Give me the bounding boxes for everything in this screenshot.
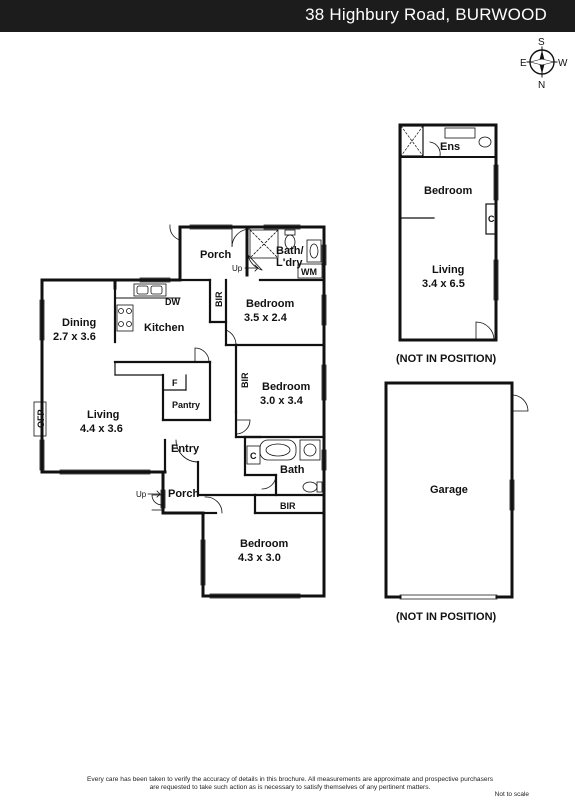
fixtures — [33, 229, 323, 511]
label-bir-3: BIR — [280, 501, 296, 511]
up-arrow-bottom-icon — [147, 490, 161, 498]
compass-west-label: W — [558, 58, 568, 69]
room-bedroom-3: Bedroom — [240, 538, 289, 550]
room-living: Living — [87, 409, 119, 421]
room-living-studio-size: 3.4 x 6.5 — [422, 278, 465, 290]
room-bedroom-1-size: 3.5 x 2.4 — [244, 312, 288, 324]
garage-outline — [384, 381, 514, 599]
room-bath-ldry-line1: Bath/ — [276, 245, 304, 257]
room-living-studio: Living — [432, 264, 464, 276]
room-dining-size: 2.7 x 3.6 — [53, 331, 96, 343]
up-arrow-top-icon — [244, 264, 259, 272]
property-address: 38 Highbury Road, BURWOOD — [305, 5, 547, 24]
room-bath-ldry-line2: L'dry — [276, 257, 303, 269]
compass-east-label: E — [520, 58, 527, 69]
room-living-size: 4.4 x 3.6 — [80, 423, 123, 435]
garage-details — [399, 394, 529, 600]
room-dining: Dining — [62, 317, 96, 329]
room-entry: Entry — [171, 443, 200, 455]
disclaimer: Every care has been taken to verify the … — [40, 776, 540, 792]
label-dw: DW — [165, 297, 180, 307]
label-bir-1: BIR — [214, 291, 224, 307]
label-c-bath: C — [250, 451, 257, 461]
studio-internal — [399, 125, 499, 341]
label-not-in-position-1: (NOT IN POSITION) — [396, 353, 497, 365]
room-bedroom-studio: Bedroom — [424, 185, 473, 197]
disclaimer-line-2: are requested to take such action as is … — [149, 784, 431, 791]
studio-outline — [398, 123, 498, 342]
room-ens: Ens — [440, 141, 460, 153]
room-bedroom-1: Bedroom — [246, 298, 295, 310]
compass-south-label: S — [538, 37, 545, 48]
internal-walls — [113, 278, 326, 515]
windows — [39, 224, 327, 599]
room-bedroom-2-size: 3.0 x 3.4 — [260, 395, 304, 407]
disclaimer-line-1: Every care has been taken to verify the … — [86, 776, 494, 783]
compass-north-label: N — [538, 80, 545, 91]
label-c-studio: C — [488, 214, 495, 224]
label-not-in-position-2: (NOT IN POSITION) — [396, 611, 497, 623]
room-kitchen: Kitchen — [144, 322, 185, 334]
doors — [151, 224, 277, 514]
room-bath: Bath — [280, 464, 305, 476]
room-pantry: Pantry — [172, 400, 200, 410]
scale-note: Not to scale — [494, 791, 529, 798]
label-up-bottom: Up — [136, 490, 147, 499]
label-up-top: Up — [232, 264, 243, 273]
label-wm: WM — [301, 267, 317, 277]
label-f: F — [172, 378, 178, 388]
header-bar: 38 Highbury Road, BURWOOD — [0, 0, 575, 32]
label-bir-2: BIR — [240, 372, 250, 388]
compass-icon — [526, 46, 558, 78]
room-porch-top: Porch — [200, 249, 231, 261]
house-outline — [40, 225, 326, 598]
room-bedroom-2: Bedroom — [262, 381, 311, 393]
label-ofp: OFP — [36, 409, 46, 428]
room-garage: Garage — [430, 484, 468, 496]
room-bedroom-3-size: 4.3 x 3.0 — [238, 552, 281, 564]
room-porch-bottom: Porch — [168, 488, 199, 500]
